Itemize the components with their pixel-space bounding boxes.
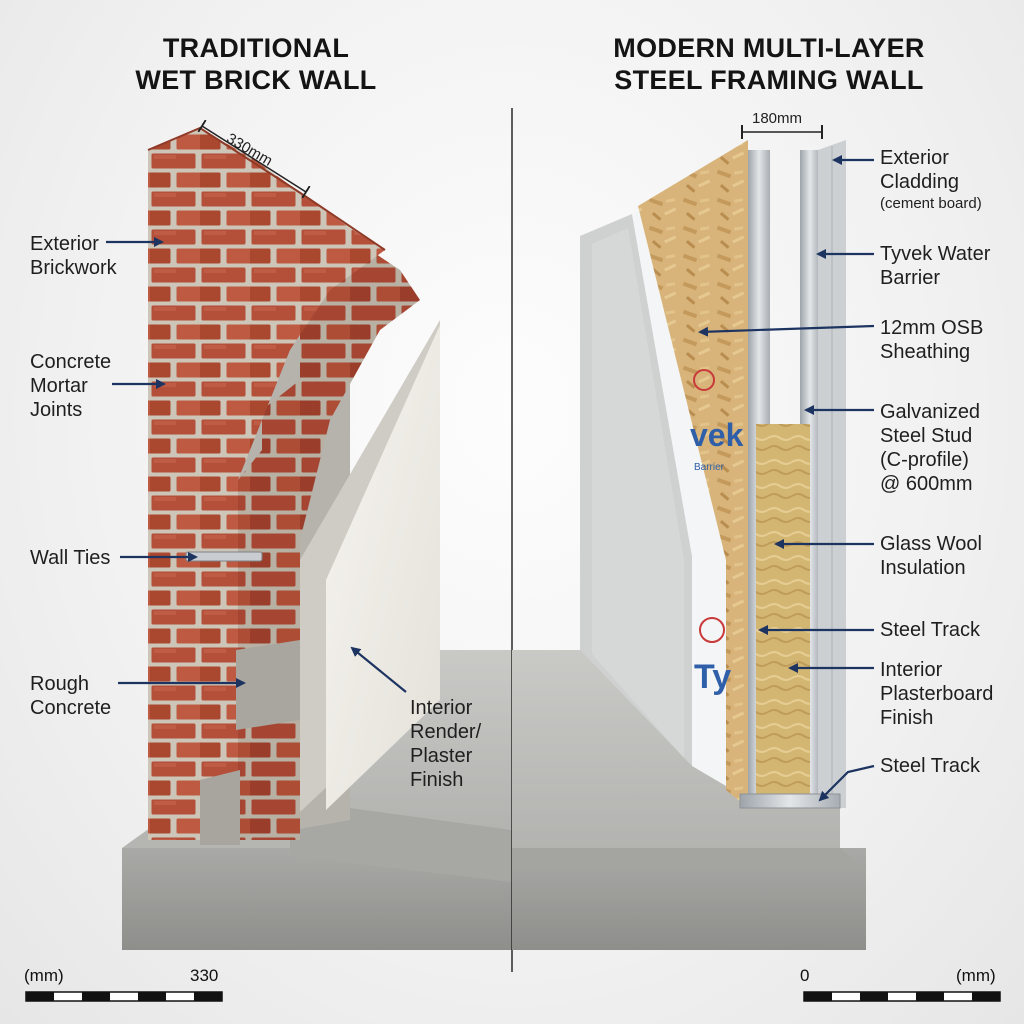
right-scale-unit: (mm) (956, 966, 996, 985)
label-steel-track-1: Steel Track (880, 619, 981, 641)
tyvek-print-word1: vek (690, 417, 744, 453)
wall-tie (185, 551, 263, 562)
arrow-steel-track-2 (818, 764, 875, 802)
left-title-line2: WET BRICK WALL (135, 65, 377, 95)
label-steel-track-2: Steel Track (880, 755, 981, 777)
left-plaster-finish (326, 325, 440, 810)
label-wall-ties: Wall Ties (30, 547, 111, 569)
bottom-steel-track (739, 793, 841, 809)
left-exterior-brickwork (148, 128, 385, 840)
left-scale-bar (25, 991, 223, 1002)
tyvek-logo-mark (693, 369, 715, 391)
right-scale-value: 0 (800, 966, 810, 985)
label-steel-stud: Galvanized Steel Stud (C-profile) @ 600m… (880, 401, 981, 495)
right-slab-edge (512, 848, 866, 870)
glass-wool-insulation (756, 424, 810, 804)
left-scale-unit: (mm) (24, 966, 64, 985)
right-title-line2: STEEL FRAMING WALL (614, 65, 924, 95)
label-plasterboard: Interior Plasterboard Finish (880, 659, 994, 729)
label-interior-render: Interior Render/ Plaster Finish (410, 697, 482, 791)
tyvek-logo-mark-lower (699, 617, 725, 643)
right-title-line1: MODERN MULTI-LAYER (613, 33, 925, 63)
left-title-line1: TRADITIONAL (162, 33, 350, 63)
label-osb-sheathing: 12mm OSB Sheathing (880, 317, 984, 363)
left-wall-assembly (122, 119, 512, 950)
label-mortar-joints: Concrete Mortar Joints (30, 351, 112, 421)
label-exterior-cladding: Exterior Cladding (cement board) (880, 147, 982, 212)
right-wall-assembly: vek Barrier Ty (512, 125, 866, 950)
tyvek-print-word2: Ty (694, 658, 731, 696)
arrow-interior-render (350, 646, 407, 693)
label-tyvek-barrier: Tyvek Water Barrier (880, 243, 991, 289)
arrow-osb-sheathing (698, 324, 875, 337)
tyvek-print-small: Barrier (694, 462, 725, 473)
left-footing-front (122, 848, 512, 950)
label-rough-concrete: Rough Concrete (30, 673, 112, 719)
leader-arrows (106, 155, 875, 802)
right-dimension-text: 180mm (752, 110, 803, 127)
left-dimension-line (197, 119, 311, 199)
osb-sheathing (638, 140, 748, 808)
left-title: TRADITIONAL WET BRICK WALL (106, 32, 406, 96)
label-exterior-brickwork: Exterior Brickwork (30, 233, 117, 279)
right-title: MODERN MULTI-LAYER STEEL FRAMING WALL (574, 32, 964, 96)
rough-concrete-patch (236, 640, 300, 730)
right-scale-bar (803, 991, 1001, 1002)
left-scale-value: 330 (190, 966, 219, 985)
right-footing-front (512, 848, 866, 950)
label-glass-wool: Glass Wool Insulation (880, 533, 982, 579)
